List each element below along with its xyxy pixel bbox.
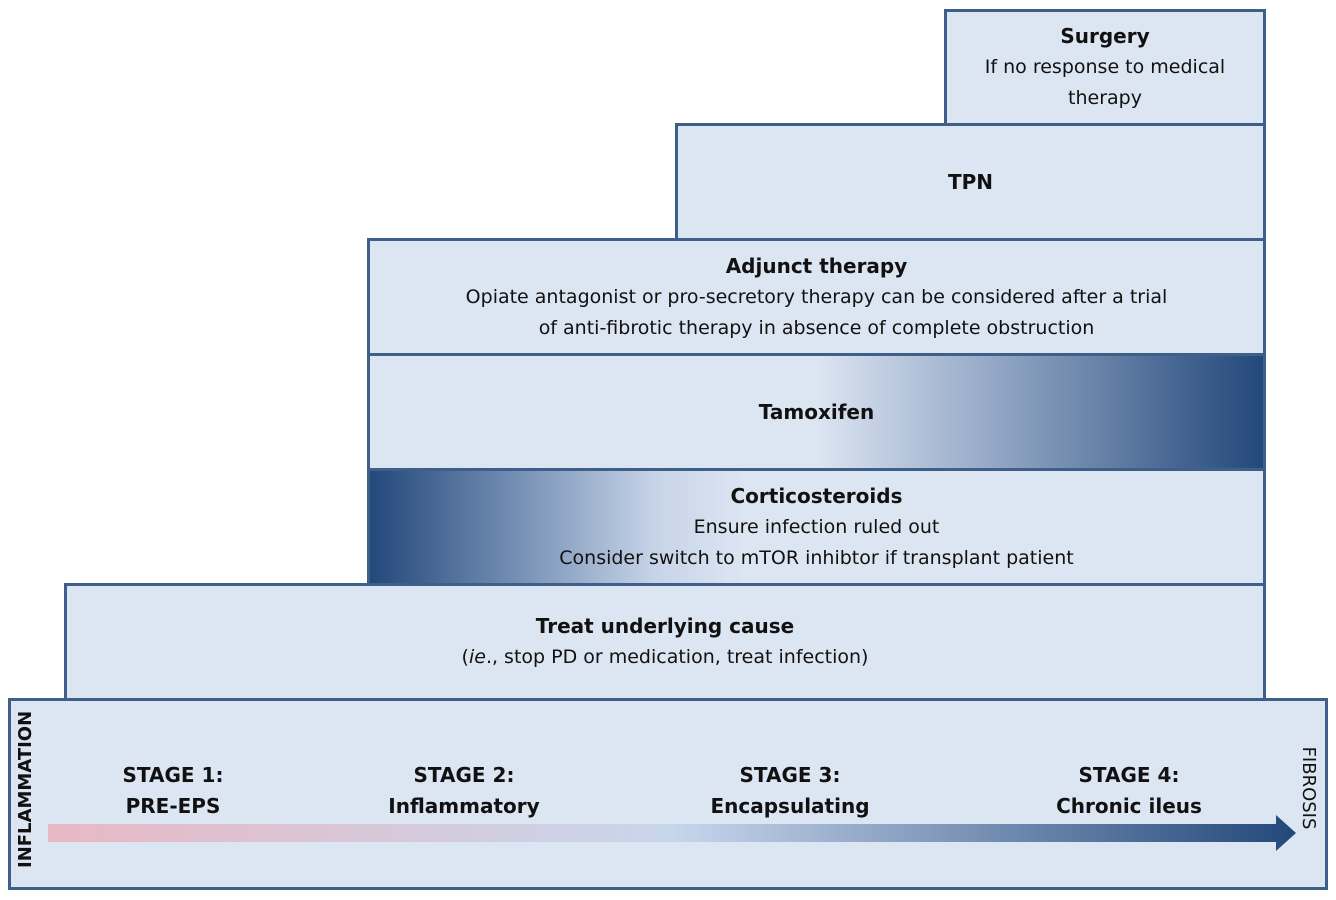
adjunct-line-2: of anti-fibrotic therapy in absence of c… (538, 316, 1095, 339)
stage-3-name: Encapsulating (710, 794, 870, 818)
progression-arrow (48, 815, 1296, 851)
underlying-title: Treat underlying cause (535, 614, 795, 638)
tamoxifen-box: Tamoxifen (367, 353, 1266, 471)
stage-4-number: STAGE 4: (1078, 763, 1180, 787)
tamoxifen-title: Tamoxifen (758, 399, 875, 424)
underlying-note: (ie., stop PD or medication, treat infec… (462, 642, 869, 673)
inflammation-label: INFLAMMATION (15, 710, 36, 868)
stage-2-number: STAGE 2: (413, 763, 515, 787)
stage-3-number: STAGE 3: (739, 763, 841, 787)
tpn-title: TPN (947, 169, 994, 194)
stage-1-name: PRE-EPS (125, 794, 221, 818)
stage-1-number: STAGE 1: (122, 763, 224, 787)
stage-3-label: STAGE 3: Encapsulating (710, 760, 869, 822)
stage-4-label: STAGE 4: Chronic ileus (1056, 760, 1202, 822)
stage-2-name: Inflammatory (388, 794, 540, 818)
adjunct-therapy-box: Adjunct therapy Opiate antagonist or pro… (367, 238, 1266, 356)
underlying-note-ie: ie (468, 646, 486, 668)
corticosteroids-title: Corticosteroids (730, 483, 903, 508)
stage-1-label: STAGE 1: PRE-EPS (123, 760, 224, 822)
stage-2-label: STAGE 2: Inflammatory (388, 760, 539, 822)
surgery-title: Surgery (1060, 24, 1150, 48)
underlying-note-rest: ., stop PD or medication, treat infectio… (485, 646, 869, 668)
surgery-line-1: If no response to medical (984, 56, 1226, 78)
surgery-box: Surgery If no response to medical therap… (944, 9, 1266, 126)
surgery-line-2: therapy (1068, 87, 1142, 109)
underlying-cause-box: Treat underlying cause (ie., stop PD or … (64, 583, 1266, 701)
adjunct-title: Adjunct therapy (725, 253, 908, 278)
tpn-box: TPN (675, 123, 1266, 241)
adjunct-line-1: Opiate antagonist or pro-secretory thera… (465, 285, 1168, 308)
fibrosis-label: FIBROSIS (1298, 746, 1319, 830)
stage-4-name: Chronic ileus (1056, 794, 1202, 818)
stage-panel (8, 698, 1328, 890)
underlying-note-open: ( (461, 646, 469, 668)
corticosteroids-line-2: Consider switch to mTOR inhibtor if tran… (559, 546, 1074, 569)
corticosteroids-box: Corticosteroids Ensure infection ruled o… (367, 468, 1266, 586)
corticosteroids-line-1: Ensure infection ruled out (693, 515, 940, 538)
